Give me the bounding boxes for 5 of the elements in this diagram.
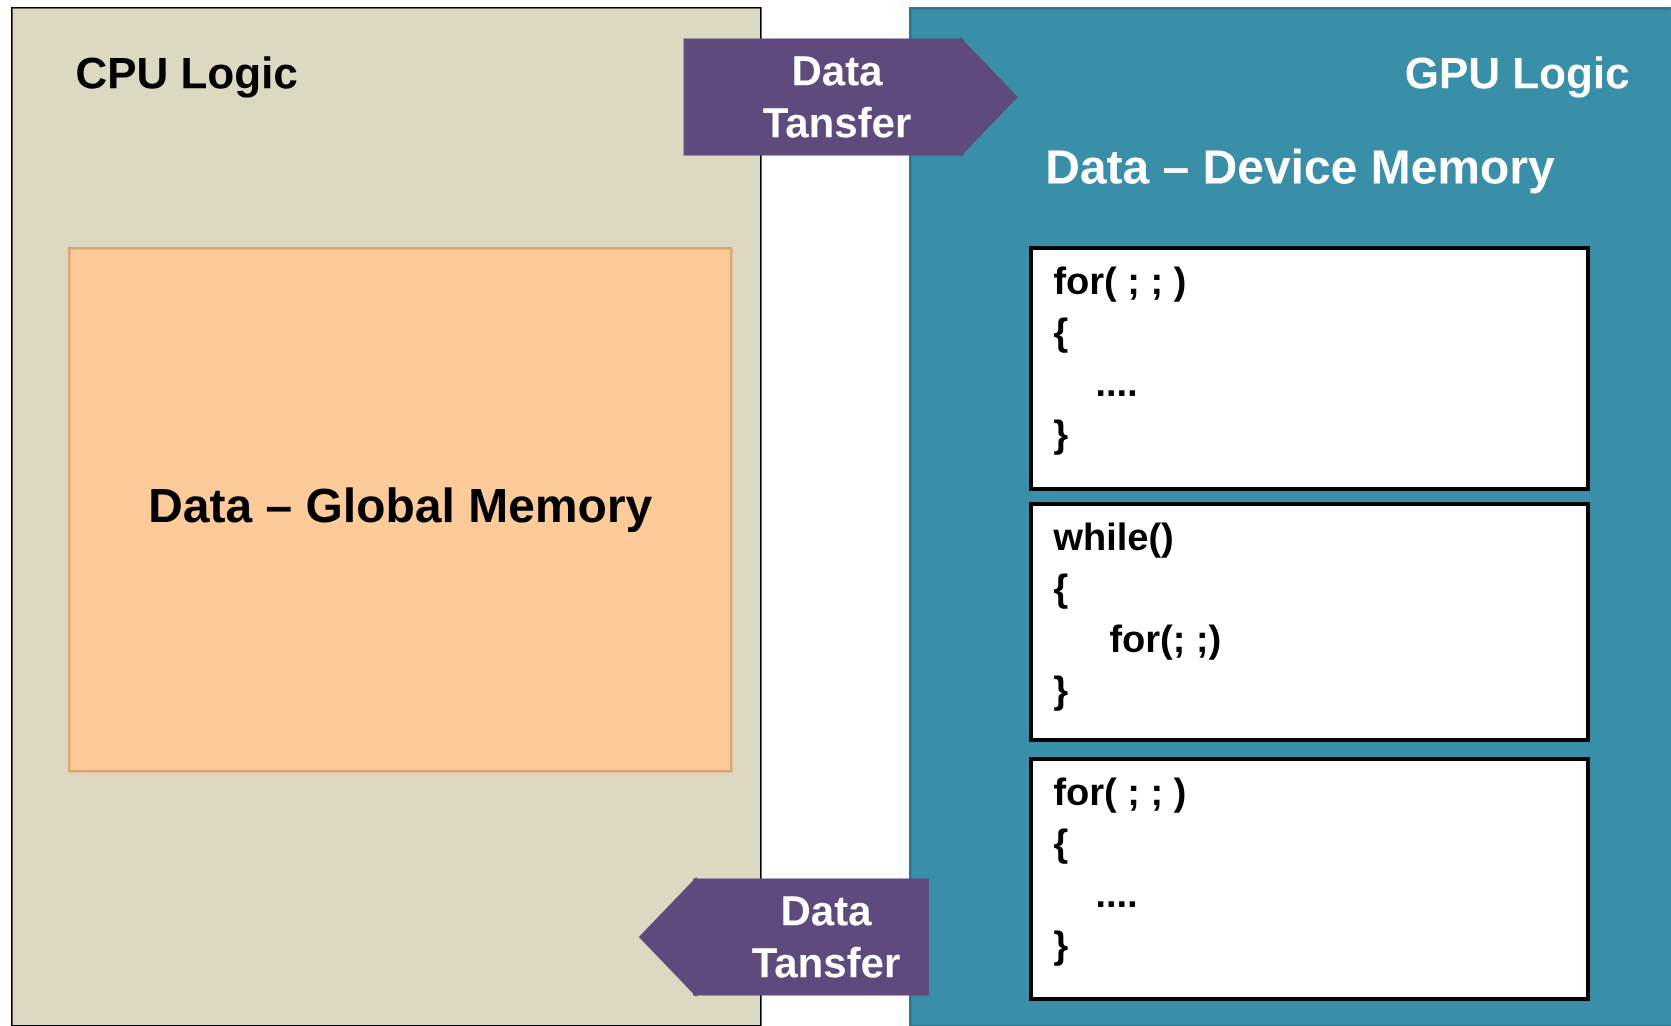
code-box: for( ; ; ) { .... } (1029, 757, 1590, 1001)
code-box: for( ; ; ) { .... } (1029, 246, 1590, 491)
code-box: while() { for(; ;) } (1029, 502, 1590, 742)
edge-label: Data Tansfer (763, 56, 911, 138)
memory-box: Data – Global Memory (68, 247, 733, 773)
